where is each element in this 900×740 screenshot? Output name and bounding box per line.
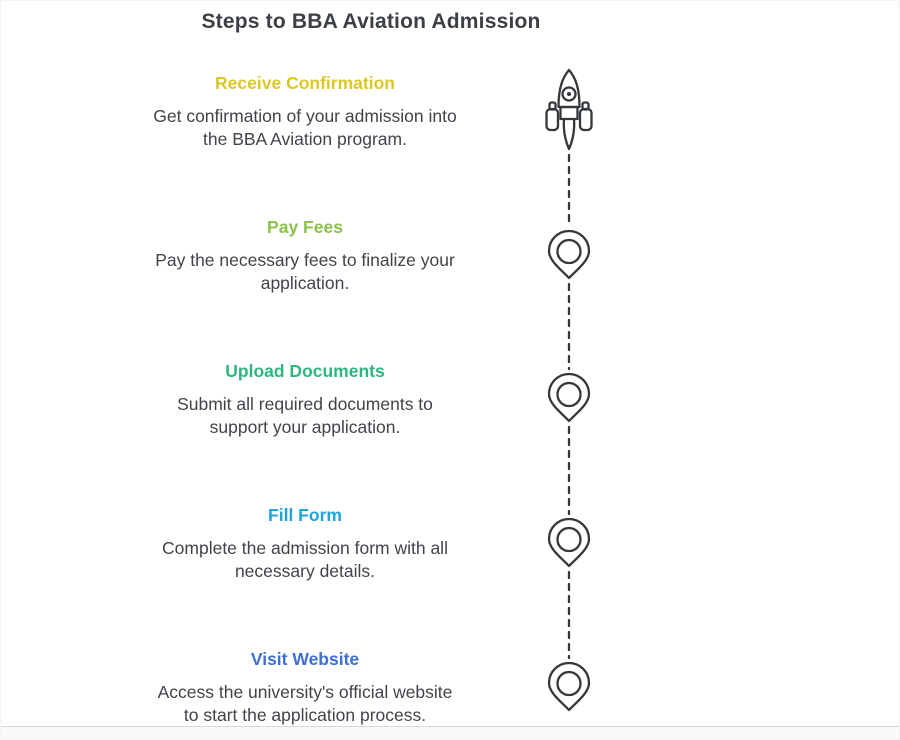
step-receive-confirmation: Receive Confirmation Get confirmation of… (65, 72, 545, 150)
step-description: Complete the admission form with all nec… (162, 538, 448, 581)
step-description: Submit all required documents to support… (177, 394, 433, 437)
rocket-icon (545, 68, 593, 151)
pin-icon (547, 372, 591, 423)
step-fill-form: Fill Form Complete the admission form wi… (65, 504, 545, 582)
pin-icon (547, 229, 591, 280)
step-title: Pay Fees (267, 217, 343, 237)
step-description: Get confirmation of your admission into … (153, 106, 457, 149)
timeline (545, 68, 593, 712)
step-pay-fees: Pay Fees Pay the necessary fees to final… (65, 216, 545, 294)
bottom-border-strip (1, 726, 899, 739)
step-title: Receive Confirmation (215, 73, 395, 93)
step-title: Fill Form (268, 505, 342, 525)
step-title: Visit Website (250, 649, 360, 669)
step-visit-website: Visit Website Access the university's of… (65, 648, 545, 726)
step-description: Pay the necessary fees to finalize your … (155, 250, 455, 293)
page-title: Steps to BBA Aviation Admission (201, 10, 541, 33)
step-title: Upload Documents (225, 361, 385, 381)
pin-icon (547, 517, 591, 568)
step-description: Access the university's official website… (157, 682, 453, 725)
pin-icon (547, 661, 591, 712)
step-upload-documents: Upload Documents Submit all required doc… (65, 360, 545, 438)
